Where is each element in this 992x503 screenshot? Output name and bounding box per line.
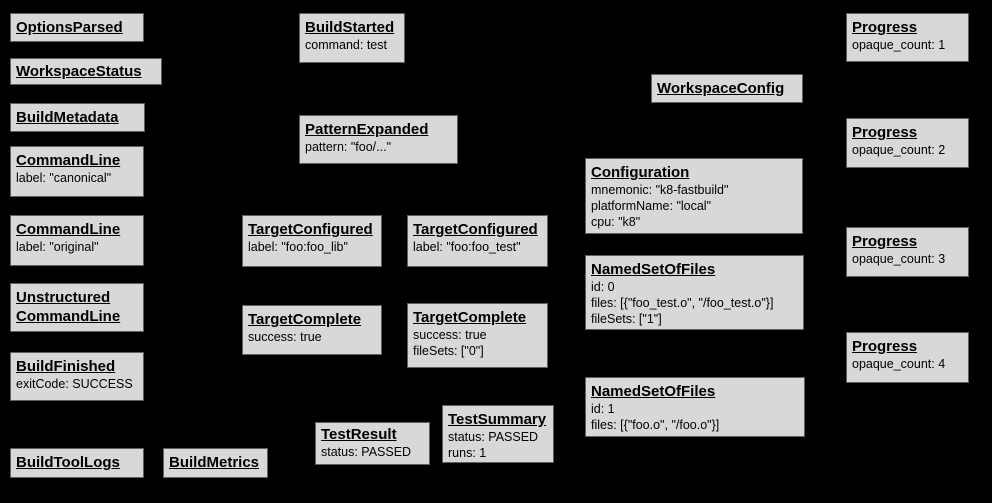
event-title: CommandLine [16,221,121,238]
event-box-progress-1: Progress opaque_count: 1 [846,13,969,62]
event-box-buildmetrics: BuildMetrics [163,448,268,478]
event-box-namedsetoffiles-0: NamedSetOfFiles id: 0 files: [{"foo_test… [585,255,804,330]
event-box-commandline-canonical: CommandLine label: "canonical" [10,146,144,197]
event-box-buildfinished: BuildFinished exitCode: SUCCESS [10,352,144,401]
event-field: label: "foo:foo_lib" [248,240,348,254]
event-field: platformName: "local" [591,199,712,213]
event-title: Unstructured CommandLine [16,289,121,325]
event-box-optionsparsed: OptionsParsed [10,13,144,42]
event-field: success: true [248,330,322,344]
event-title: BuildFinished [16,358,116,375]
event-field: opaque_count: 2 [852,143,946,157]
event-title: CommandLine [16,152,121,169]
event-box-buildtoollogs: BuildToolLogs [10,448,144,478]
event-field: opaque_count: 4 [852,357,946,371]
event-box-workspacestatus: WorkspaceStatus [10,58,162,85]
event-title: Progress [852,338,918,355]
event-title: Progress [852,233,918,250]
event-box-unstructuredcommandline: Unstructured CommandLine [10,283,144,332]
event-field: cpu: "k8" [591,215,641,229]
event-title: NamedSetOfFiles [591,383,716,400]
event-field: label: "canonical" [16,171,112,185]
event-field: id: 1 [591,402,615,416]
event-box-progress-4: Progress opaque_count: 4 [846,332,969,383]
event-box-commandline-original: CommandLine label: "original" [10,215,144,266]
event-title: Progress [852,124,918,141]
event-box-patternexpanded: PatternExpanded pattern: "foo/..." [299,115,458,164]
event-field: label: "foo:foo_test" [413,240,521,254]
event-title: TargetConfigured [413,221,538,238]
event-field: exitCode: SUCCESS [16,377,133,391]
event-field: fileSets: ["1"] [591,312,662,326]
event-box-targetconfigured-foo-test: TargetConfigured label: "foo:foo_test" [407,215,548,267]
event-box-targetcomplete-foo-test: TargetComplete success: true fileSets: [… [407,303,548,368]
event-box-buildstarted: BuildStarted command: test [299,13,405,63]
event-title: Progress [852,19,918,36]
event-box-namedsetoffiles-1: NamedSetOfFiles id: 1 files: [{"foo.o", … [585,377,805,437]
event-field: label: "original" [16,240,99,254]
event-box-workspaceconfig: WorkspaceConfig [651,74,803,103]
event-field: status: PASSED [448,430,539,444]
event-title: TargetConfigured [248,221,373,238]
event-title: TestSummary [448,411,547,428]
event-field: opaque_count: 3 [852,252,946,266]
event-box-testsummary: TestSummary status: PASSED runs: 1 [442,405,554,463]
event-field: fileSets: ["0"] [413,344,484,358]
event-field: files: [{"foo.o", "/foo.o"}] [591,418,720,432]
event-title: PatternExpanded [305,121,429,138]
event-field: success: true [413,328,487,342]
event-box-progress-2: Progress opaque_count: 2 [846,118,969,168]
event-box-targetcomplete-foo-lib: TargetComplete success: true [242,305,382,355]
event-field: status: PASSED [321,445,412,459]
event-title: BuildToolLogs [16,454,120,471]
event-title: Configuration [591,164,690,181]
event-field: id: 0 [591,280,615,294]
event-box-testresult: TestResult status: PASSED [315,422,430,465]
event-field: files: [{"foo_test.o", "/foo_test.o"}] [591,296,774,310]
event-box-targetconfigured-foo-lib: TargetConfigured label: "foo:foo_lib" [242,215,382,267]
event-field: mnemonic: "k8-fastbuild" [591,183,729,197]
event-title: WorkspaceConfig [657,80,785,97]
event-title: BuildMetadata [16,109,119,126]
event-field: pattern: "foo/..." [305,140,392,154]
event-title: TargetComplete [248,311,362,328]
event-field: runs: 1 [448,446,487,460]
event-box-progress-3: Progress opaque_count: 3 [846,227,969,277]
event-title: OptionsParsed [16,19,123,36]
event-title: WorkspaceStatus [16,63,142,80]
event-title: TestResult [321,426,397,443]
event-field: command: test [305,38,387,52]
event-title: TargetComplete [413,309,527,326]
event-box-configuration: Configuration mnemonic: "k8-fastbuild" p… [585,158,803,234]
event-title: BuildStarted [305,19,395,36]
event-box-buildmetadata: BuildMetadata [10,103,145,132]
event-title: BuildMetrics [169,454,260,471]
event-title: NamedSetOfFiles [591,261,716,278]
event-field: opaque_count: 1 [852,38,946,52]
